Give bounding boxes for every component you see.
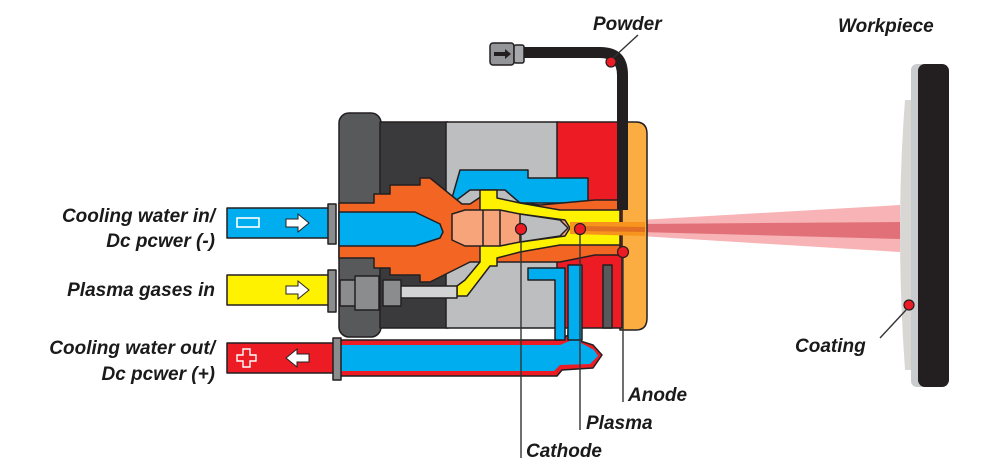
negative-symbol-icon <box>236 217 260 228</box>
label-dc-power-negative: Dc pcwer (-) <box>106 231 215 252</box>
label-plasma-gases-in: Plasma gases in <box>67 280 215 301</box>
label-anode: Anode <box>627 385 688 406</box>
gun-body <box>338 42 648 341</box>
label-cooling-water-in: Cooling water in/ <box>62 206 217 227</box>
workpiece <box>900 64 949 387</box>
label-cathode: Cathode <box>526 441 602 462</box>
plasma-gases-in-pipe <box>226 269 337 313</box>
coating-leader-line <box>879 309 907 339</box>
powder-arrow-icon <box>494 49 511 59</box>
anode-marker <box>616 245 630 259</box>
label-powder: Powder <box>593 14 663 35</box>
label-cooling-water-out: Cooling water out/ <box>49 338 216 359</box>
cooling-water-out-pipe <box>226 329 603 381</box>
positive-symbol-icon <box>236 348 257 368</box>
cooling-water-in-pipe <box>226 203 337 245</box>
label-coating: Coating <box>795 336 866 357</box>
plasma-marker <box>573 222 587 236</box>
spray-jet <box>640 205 900 252</box>
coating-marker <box>903 299 915 311</box>
label-dc-power-positive: Dc pcwer (+) <box>101 364 215 385</box>
cathode-marker <box>514 222 528 236</box>
powder-leader-line <box>612 34 639 59</box>
label-workpiece: Workpiece <box>838 16 934 37</box>
label-plasma: Plasma <box>586 413 653 434</box>
powder-marker <box>605 56 617 68</box>
arrow-right-icon <box>285 212 310 234</box>
arrow-left-icon <box>285 347 310 369</box>
arrow-right-icon <box>285 279 310 301</box>
